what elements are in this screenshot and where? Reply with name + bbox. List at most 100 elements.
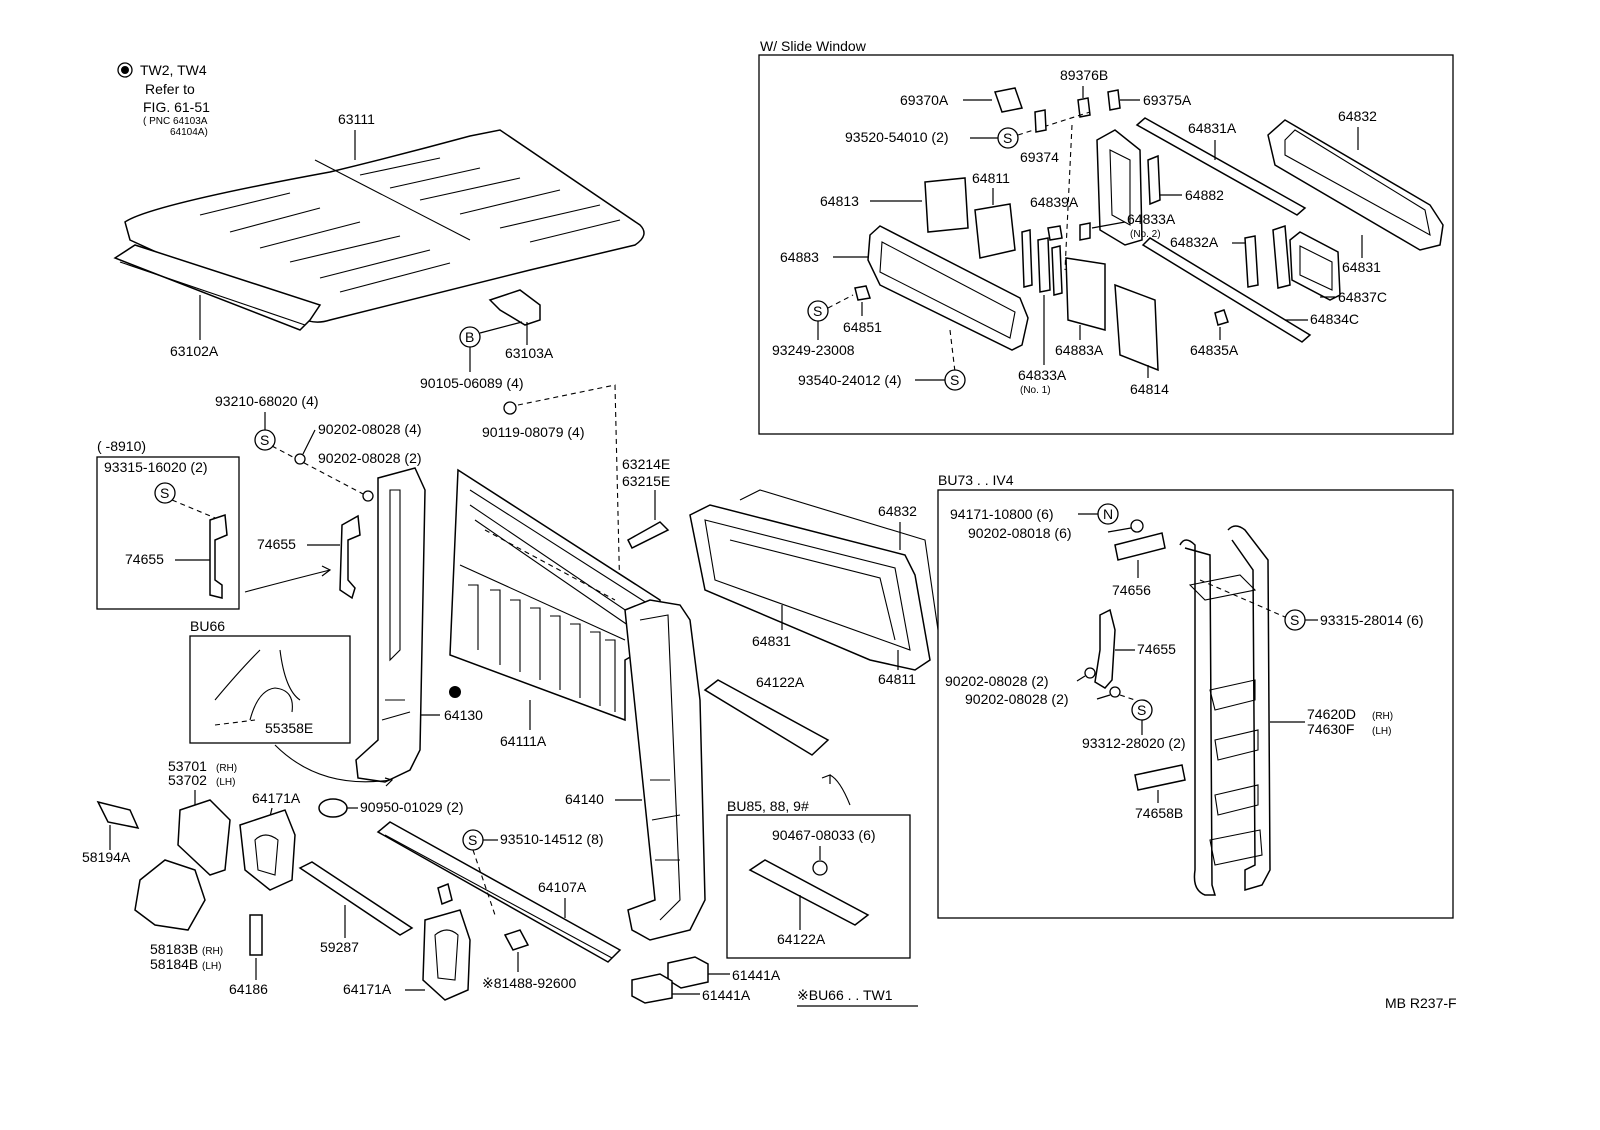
guide-inner	[1051, 245, 1063, 296]
box-bu73	[937, 489, 1454, 919]
label-61441A-b: 61441A	[702, 987, 751, 1003]
label-58183B: 58183B	[150, 941, 198, 957]
label-64811-sw: 64811	[972, 170, 1010, 186]
label-90202-08028-a: 90202-08028 (2)	[945, 673, 1049, 689]
block-61441A-a	[667, 956, 709, 989]
plate-74656	[1114, 532, 1166, 561]
plug-90950	[318, 798, 348, 818]
bracket-58183B	[134, 859, 206, 931]
label-64122A-bot: 64122A	[777, 931, 826, 947]
box-bu73-title: BU73 . . IV4	[938, 472, 1014, 488]
label-93315-16020: 93315-16020 (2)	[104, 459, 208, 475]
label-64832A: 64832A	[1170, 234, 1219, 250]
frame-64883	[867, 225, 1029, 351]
washer-icon	[362, 490, 374, 502]
stop-69374	[1034, 109, 1047, 133]
box-bu66-title: BU66	[190, 618, 225, 634]
label-64832-main: 64832	[878, 503, 917, 519]
label-69370A: 69370A	[900, 92, 949, 108]
label-64832-sw: 64832	[1338, 108, 1377, 124]
label-no2: (No. 2)	[1130, 229, 1161, 240]
box-prior-8910-title: ( -8910)	[97, 438, 146, 454]
guide-64839A	[1047, 225, 1063, 241]
label-64833A-no1: 64833A	[1018, 367, 1067, 383]
symbol-s-1: S	[260, 432, 269, 448]
clip-63214E	[627, 521, 670, 550]
marker-dot-icon	[449, 686, 461, 698]
label-89376B: 89376B	[1060, 67, 1108, 83]
glass-64883A	[1065, 257, 1106, 331]
label-90202-08028-4: 90202-08028 (4)	[318, 421, 422, 437]
label-63111: 63111	[338, 111, 375, 127]
symbol-b: B	[465, 329, 474, 345]
slider-frame	[1096, 129, 1143, 246]
stop-64851	[854, 285, 871, 301]
label-74658B: 74658B	[1135, 805, 1183, 821]
rear-window-assembly	[689, 489, 939, 671]
guide-64833A-no2	[1079, 222, 1091, 241]
washer-icon	[1130, 519, 1144, 533]
box-slide-window-title: W/ Slide Window	[760, 38, 867, 54]
label-74655-c: 74655	[1137, 641, 1176, 657]
label-90202-08028-b: 90202-08028 (2)	[965, 691, 1069, 707]
label-58183B-rh: (RH)	[202, 946, 223, 957]
symbol-s-8: S	[1137, 702, 1146, 718]
label-93249-23008: 93249-23008	[772, 342, 855, 358]
sill-64107A	[376, 821, 622, 963]
label-74620D: 74620D	[1307, 706, 1356, 722]
label-63103A: 63103A	[505, 345, 554, 361]
label-74655-b: 74655	[257, 536, 296, 552]
label-74656: 74656	[1112, 582, 1151, 598]
label-69374: 69374	[1020, 149, 1059, 165]
box-bu85-title: BU85, 88, 9#	[727, 798, 809, 814]
stop-89376B	[1077, 97, 1091, 118]
label-64883: 64883	[780, 249, 819, 265]
note-tw: TW2, TW4 Refer to FIG. 61-51 ( PNC 64103…	[117, 62, 210, 138]
pillar-64130	[274, 467, 426, 787]
label-53701: 53701	[168, 758, 207, 774]
stop-69370A	[994, 87, 1023, 113]
label-63214E: 63214E	[622, 456, 670, 472]
guide-64882	[1147, 154, 1161, 206]
clip-81488	[503, 929, 530, 951]
label-64811-main: 64811	[878, 671, 916, 687]
bracket-64171A-top	[239, 809, 296, 891]
label-64122A-top: 64122A	[756, 674, 805, 690]
label-63215E: 63215E	[622, 473, 670, 489]
rail-64831A	[1135, 117, 1307, 216]
symbol-s-5: S	[813, 303, 822, 319]
label-64107A: 64107A	[538, 879, 587, 895]
glass-64813	[924, 177, 969, 233]
label-58184B-lh: (LH)	[202, 961, 221, 972]
label-64831-main: 64831	[752, 633, 791, 649]
frame-64832-sw	[1267, 119, 1444, 251]
label-no1: (No. 1)	[1020, 385, 1051, 396]
box-bu66	[189, 635, 351, 744]
seal-right	[1272, 224, 1291, 289]
label-74630F-lh: (LH)	[1372, 726, 1391, 737]
handle-74655-b	[339, 514, 361, 600]
label-64839A: 64839A	[1030, 194, 1079, 210]
block-61441A-b	[631, 973, 673, 1004]
seal-small	[1021, 229, 1033, 288]
s-symbol-icon	[154, 482, 176, 504]
label-81488-92600: ※81488-92600	[482, 975, 576, 991]
label-58194A: 58194A	[82, 849, 131, 865]
handle-74655-a	[209, 513, 228, 599]
label-64111A: 64111A	[500, 733, 547, 749]
label-64130: 64130	[444, 707, 483, 723]
label-93520-54010: 93520-54010 (2)	[845, 129, 949, 145]
bracket-64186	[249, 914, 263, 956]
symbol-s-2: S	[160, 485, 169, 501]
label-64835A: 64835A	[1190, 342, 1239, 358]
rail-64122A-top	[703, 679, 830, 756]
bolt-icon	[503, 401, 517, 415]
clip-icon	[812, 860, 828, 876]
note-fig: FIG. 61-51	[143, 99, 210, 115]
frame-64837C	[1289, 231, 1341, 301]
note-pnc2: 64104A)	[170, 127, 208, 138]
label-58184B: 58184B	[150, 956, 198, 972]
label-74630F: 74630F	[1307, 721, 1354, 737]
side-panel-64140	[624, 599, 706, 941]
